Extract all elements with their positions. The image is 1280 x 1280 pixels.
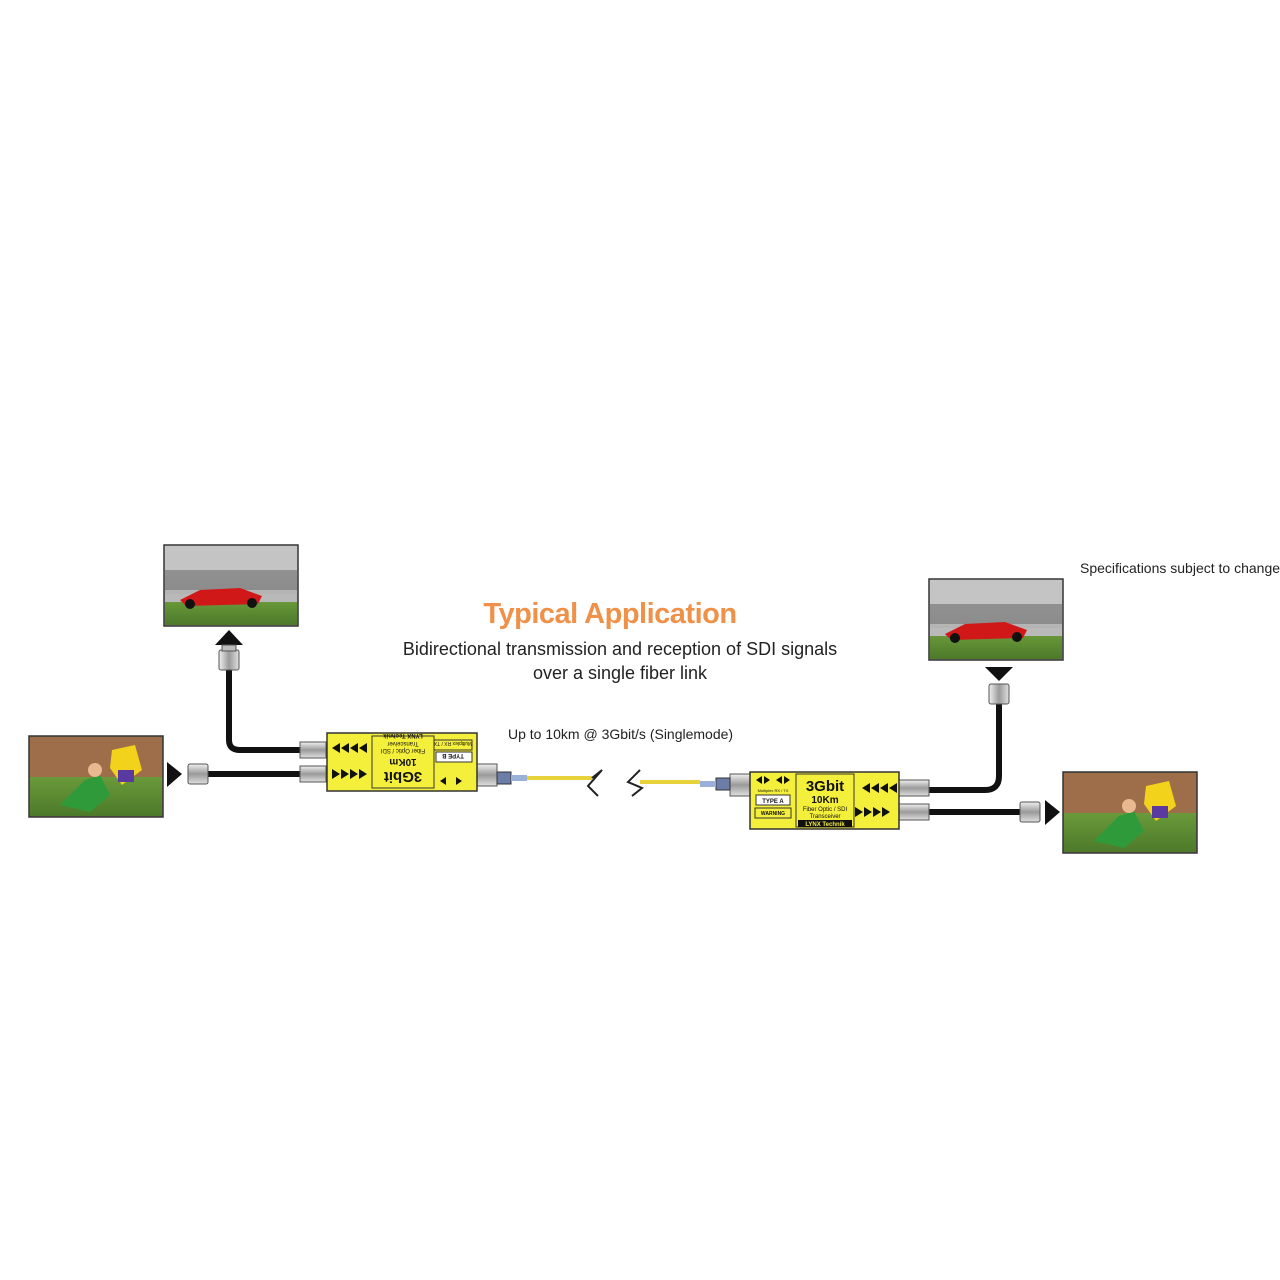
left-device-desc-line2: Transceiver [387,740,418,746]
monitor-football-left [28,735,164,818]
right-device-distance: 10Km [811,795,838,806]
right-transceiver-device [749,771,900,830]
right-device-desc-line2: Transceiver [809,814,840,820]
arrow-down-icon [985,667,1013,681]
fiber-link-label: Up to 10km @ 3Gbit/s (Singlemode) [508,726,734,742]
right-device-type-badge: TYPE A [762,799,784,805]
left-device-brand: LYNX Technik [383,732,423,738]
left-transceiver-device [326,732,478,792]
bnc-connector-icon [187,763,209,785]
arrow-right-icon [167,762,182,787]
monitor-racing-left [163,544,299,627]
specifications-note: Specifications subject to change [1080,560,1280,576]
coax-cables [205,667,1025,815]
left-device-type-badge: TYPE B [441,752,463,758]
bnc-connector-icon [218,644,240,671]
bnc-connector-icon [1019,801,1041,823]
monitor-racing-right [928,578,1064,661]
right-device-model: 3Gbit [806,778,844,795]
fiber-link [527,769,700,797]
arrow-right-icon [1045,800,1060,825]
left-device-fiber-port [476,763,527,787]
right-device-small-top: Multiplex RX / TX [758,788,789,793]
left-device-bnc-ports [299,741,327,783]
right-device-desc-line1: Fiber Optic / SDI [803,807,848,813]
left-device-desc-line1: Fiber Optic / SDI [380,747,425,753]
subtitle-line-2: over a single fiber link [532,663,708,683]
diagram-subtitle: Bidirectional transmission and reception… [380,637,860,685]
monitor-football-right [1062,771,1198,854]
left-device-distance: 10Km [389,756,416,767]
diagram-title: Typical Application [483,598,737,630]
left-device-small-top: Multiplex RX / TX [433,740,472,746]
right-device-brand: LYNX Technik [805,822,845,828]
bnc-connector-icon [988,683,1010,705]
right-device-fiber-port [700,773,751,797]
right-device-warning: WARNING [761,811,785,817]
arrow-up-icon [215,630,243,645]
left-device-model: 3Gbit [384,768,422,785]
subtitle-line-1: Bidirectional transmission and reception… [402,639,838,659]
right-device-bnc-ports [898,779,930,821]
